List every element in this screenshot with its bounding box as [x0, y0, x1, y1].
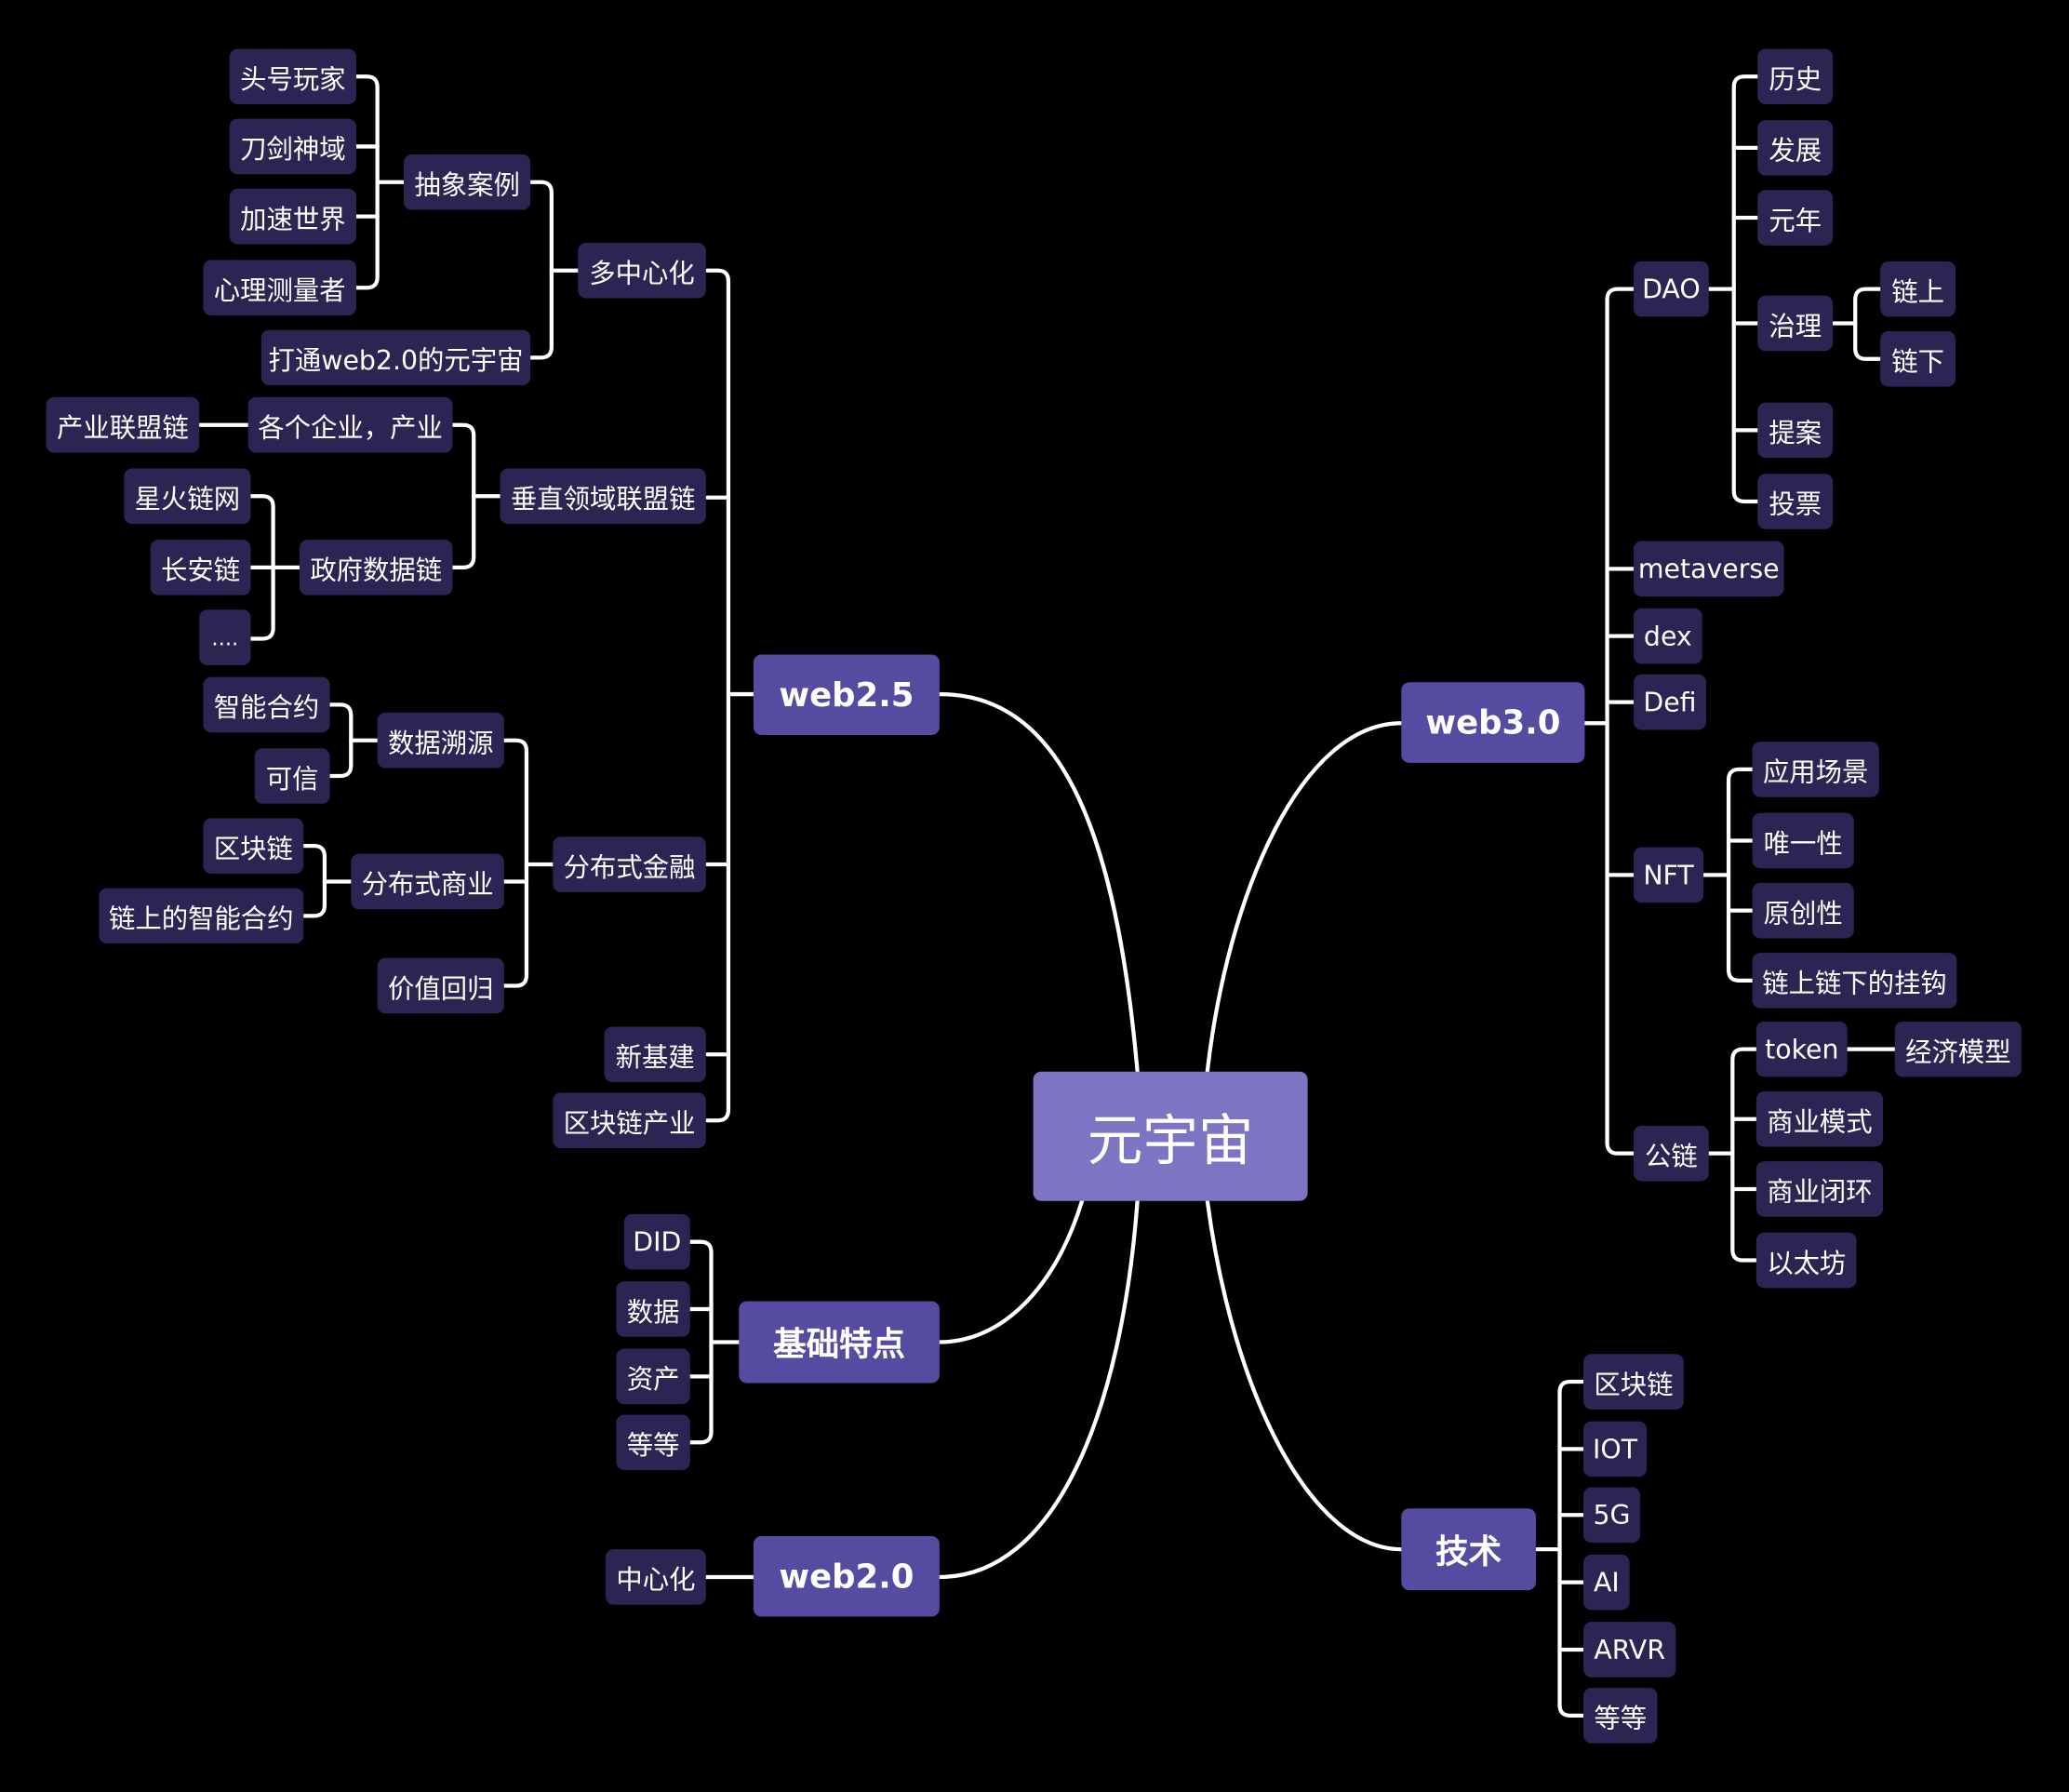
node-public-chain[interactable]: 公链: [1633, 1125, 1709, 1182]
node-dist-finance[interactable]: 分布式金融: [553, 836, 706, 892]
governance-item[interactable]: 链上: [1880, 261, 1956, 317]
gov-chain-item[interactable]: ....: [199, 609, 251, 665]
public-chain-item[interactable]: 商业模式: [1755, 1090, 1884, 1147]
node-value-return[interactable]: 价值回归: [377, 957, 504, 1014]
governance-item[interactable]: 链下: [1880, 331, 1956, 387]
node-new-infra[interactable]: 新基建: [604, 1026, 706, 1083]
node-economic-model[interactable]: 经济模型: [1894, 1021, 2022, 1077]
node-data-trace[interactable]: 数据溯源: [377, 712, 504, 769]
nft-item[interactable]: 唯一性: [1752, 812, 1854, 869]
basics-item[interactable]: 资产: [616, 1348, 690, 1405]
tech-item[interactable]: AI: [1583, 1554, 1630, 1611]
nft-item[interactable]: 链上链下的挂钩: [1752, 953, 1957, 1009]
branch-tech[interactable]: 技术: [1401, 1508, 1536, 1591]
tech-item[interactable]: 等等: [1583, 1688, 1658, 1744]
node-blockchain-industry[interactable]: 区块链产业: [553, 1092, 706, 1148]
nft-item[interactable]: 应用场景: [1752, 742, 1879, 797]
dao-item[interactable]: 投票: [1757, 474, 1834, 529]
root-node[interactable]: 元宇宙: [1033, 1071, 1308, 1201]
node-abstract-cases[interactable]: 抽象案例: [404, 154, 531, 210]
case-item[interactable]: 头号玩家: [229, 48, 356, 105]
dao-item[interactable]: 提案: [1757, 402, 1834, 459]
dao-item-governance[interactable]: 治理: [1757, 295, 1834, 352]
node-gov-chain[interactable]: 政府数据链: [299, 540, 453, 595]
public-chain-item-token[interactable]: token: [1755, 1021, 1848, 1077]
dao-item[interactable]: 历史: [1757, 48, 1834, 105]
node-industry-alliance[interactable]: 产业联盟链: [46, 396, 200, 453]
basics-item[interactable]: 数据: [616, 1281, 690, 1337]
basics-item[interactable]: DID: [623, 1213, 690, 1270]
public-chain-item[interactable]: 商业闭环: [1755, 1161, 1884, 1217]
data-trace-item[interactable]: 可信: [254, 748, 330, 804]
case-item[interactable]: 刀剑神域: [229, 118, 356, 175]
node-enterprise[interactable]: 各个企业，产业: [247, 396, 453, 453]
tech-item[interactable]: 区块链: [1583, 1354, 1684, 1410]
node-dex[interactable]: dex: [1633, 608, 1702, 664]
case-item[interactable]: 加速世界: [229, 188, 356, 245]
branch-web25[interactable]: web2.5: [753, 654, 940, 736]
node-nft[interactable]: NFT: [1633, 847, 1704, 903]
tech-item[interactable]: ARVR: [1583, 1622, 1676, 1678]
node-dist-business[interactable]: 分布式商业: [351, 853, 504, 910]
basics-item[interactable]: 等等: [616, 1414, 690, 1471]
tech-item[interactable]: 5G: [1583, 1487, 1641, 1544]
gov-chain-item[interactable]: 星火链网: [124, 468, 251, 525]
branch-web30[interactable]: web3.0: [1401, 682, 1585, 763]
node-defi[interactable]: Defi: [1633, 674, 1706, 730]
case-item[interactable]: 心理测量者: [203, 260, 356, 315]
web20-item[interactable]: 中心化: [606, 1549, 706, 1605]
node-dao[interactable]: DAO: [1633, 261, 1709, 317]
node-vertical-chain[interactable]: 垂直领域联盟链: [500, 468, 706, 525]
dao-item[interactable]: 元年: [1757, 190, 1834, 246]
node-connect-web20[interactable]: 打通web2.0的元宇宙: [260, 329, 531, 386]
dao-item[interactable]: 发展: [1757, 120, 1834, 176]
dist-business-item[interactable]: 链上的智能合约: [99, 888, 304, 944]
data-trace-item[interactable]: 智能合约: [203, 676, 330, 733]
dist-business-item[interactable]: 区块链: [203, 818, 304, 874]
public-chain-item[interactable]: 以太坊: [1755, 1232, 1857, 1289]
node-multi-center[interactable]: 多中心化: [578, 242, 706, 299]
nft-item[interactable]: 原创性: [1752, 882, 1854, 939]
gov-chain-item[interactable]: 长安链: [150, 540, 251, 595]
tech-item[interactable]: IOT: [1583, 1421, 1648, 1478]
branch-web20[interactable]: web2.0: [753, 1535, 940, 1617]
branch-basics[interactable]: 基础特点: [739, 1301, 940, 1384]
node-metaverse[interactable]: metaverse: [1633, 541, 1784, 597]
